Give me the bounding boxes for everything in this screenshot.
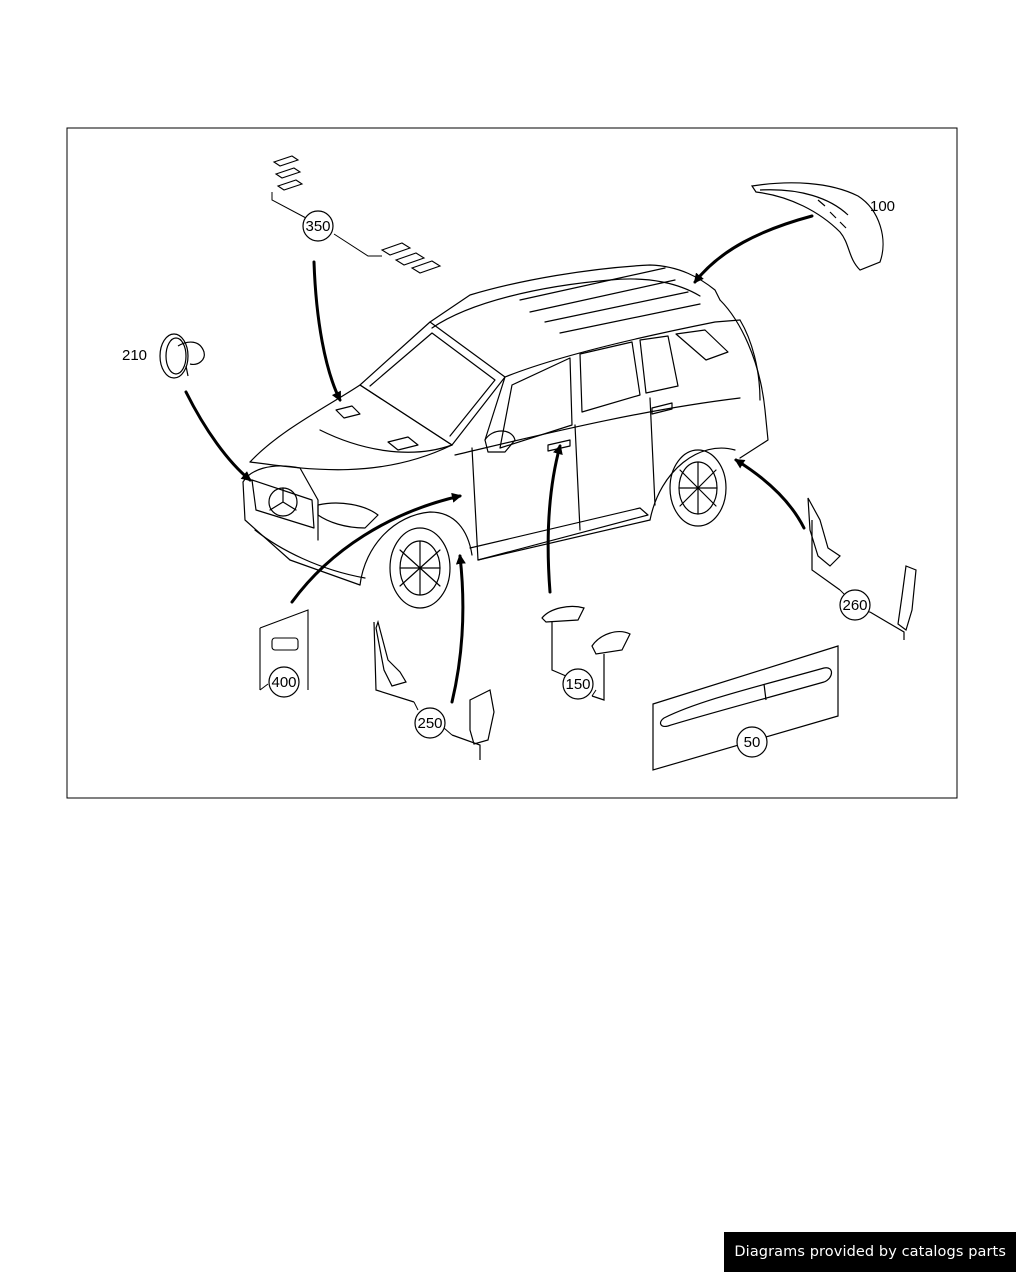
svg-text:150: 150 (565, 676, 590, 693)
part-400-badge (259, 609, 309, 690)
label-100: 100 (870, 198, 895, 215)
credit-text: Diagrams provided by catalogs parts (734, 1244, 1006, 1260)
callout-150: 150 (562, 668, 594, 700)
callout-400: 400 (268, 666, 300, 698)
part-260-rear-mud-flaps (807, 497, 917, 640)
vehicle-illustration (242, 264, 769, 609)
arrow-150 (546, 444, 563, 594)
svg-text:50: 50 (744, 734, 761, 751)
arrow-100 (693, 214, 814, 284)
callout-350: 350 (302, 210, 334, 242)
part-210-emblem (159, 333, 205, 379)
svg-text:250: 250 (417, 715, 442, 732)
part-100-roof-spoiler (750, 182, 884, 271)
part-150-handle-recess (541, 605, 631, 701)
arrow-210 (184, 390, 252, 482)
part-50-side-trim (652, 645, 839, 771)
svg-text:260: 260 (842, 597, 867, 614)
arrow-400 (290, 492, 462, 604)
pointer-arrows (184, 214, 814, 704)
diagram-frame (66, 127, 958, 799)
label-210: 210 (122, 347, 147, 364)
svg-text:350: 350 (305, 218, 330, 235)
callout-260: 260 (839, 589, 871, 621)
arrow-350 (312, 260, 342, 402)
arrow-260 (734, 458, 806, 530)
svg-text:400: 400 (271, 674, 296, 691)
credit-banner: Diagrams provided by catalogs parts (724, 1232, 1016, 1272)
arrow-250 (450, 554, 466, 704)
part-250-front-mud-flaps (373, 619, 495, 760)
part-350-trim-set (272, 155, 442, 274)
callout-connectors (259, 192, 870, 736)
callout-50: 50 (736, 726, 768, 758)
callout-250: 250 (414, 707, 446, 739)
